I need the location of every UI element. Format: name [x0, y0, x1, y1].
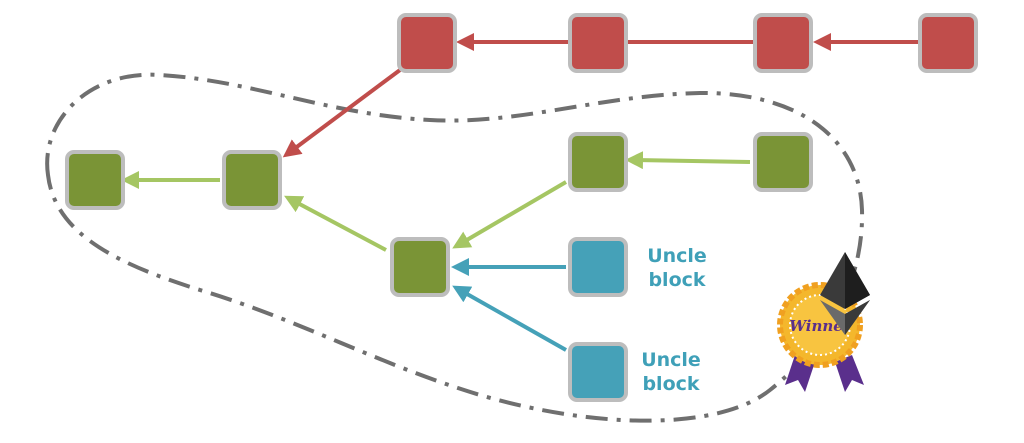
uncle-block — [568, 342, 628, 402]
green-arrow — [452, 180, 568, 249]
red-block — [753, 13, 813, 73]
uncle-block-label-1: Uncle block — [647, 245, 707, 291]
ethereum-logo-icon — [820, 252, 870, 335]
red-block — [918, 13, 978, 73]
green-arrow — [625, 151, 751, 170]
green-arrow — [284, 195, 387, 252]
uncle-block-label-2: Uncle block — [641, 349, 701, 395]
red-arrow — [282, 68, 402, 158]
winner-badge: Winner — [777, 252, 870, 392]
blocks — [65, 13, 978, 402]
dashed-boundary — [45, 72, 865, 423]
green-block — [568, 132, 628, 192]
green-block — [65, 150, 125, 210]
arrows — [121, 33, 918, 352]
green-block — [390, 237, 450, 297]
uncle-arrow — [452, 285, 567, 352]
uncle-block — [568, 237, 628, 297]
green-block — [753, 132, 813, 192]
red-block — [568, 13, 628, 73]
red-block — [397, 13, 457, 73]
green-block — [222, 150, 282, 210]
